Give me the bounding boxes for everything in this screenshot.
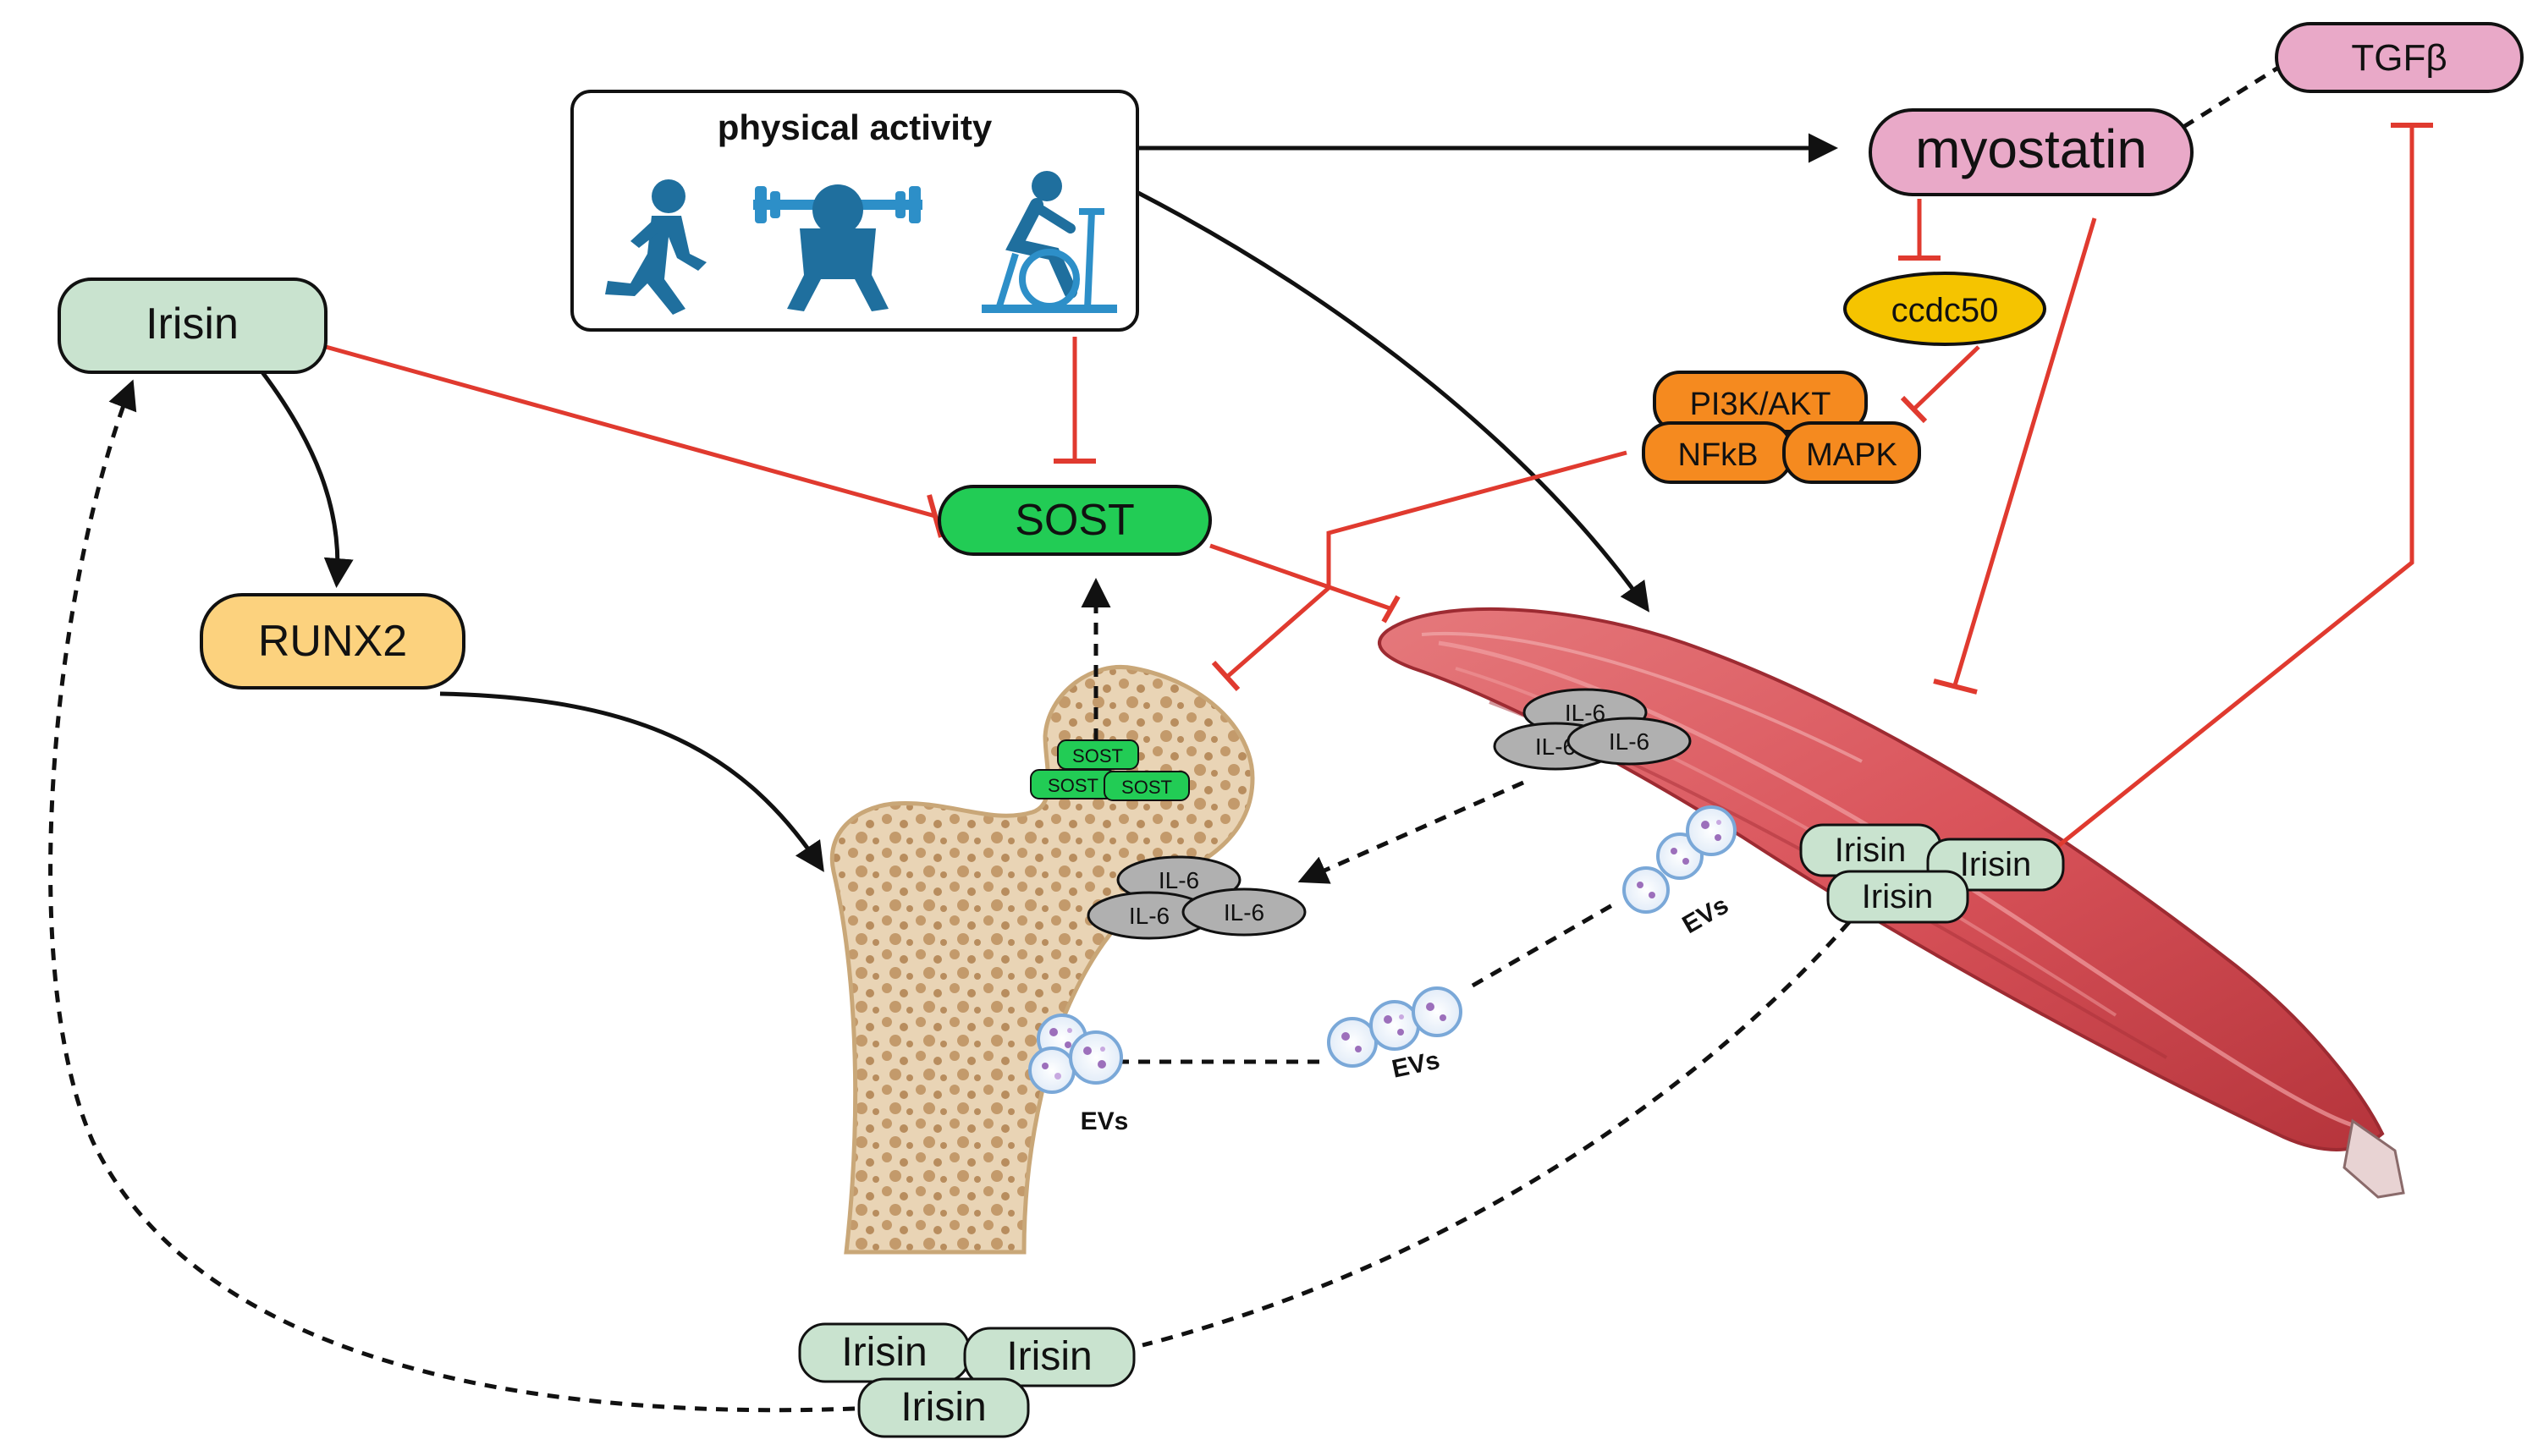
irisin-top-label: Irisin bbox=[146, 299, 239, 349]
connections bbox=[48, 61, 2433, 1413]
bone-il6-label-3: IL-6 bbox=[1224, 899, 1264, 926]
bone-illustration bbox=[829, 665, 1255, 1255]
sost-node: SOST bbox=[938, 485, 1212, 556]
tgfb-label: TGFβ bbox=[2351, 37, 2447, 79]
irisin-top-node: Irisin bbox=[58, 277, 328, 374]
muscle-irisin-cluster: Irisin Irisin Irisin bbox=[1799, 823, 2065, 924]
runx2-node: RUNX2 bbox=[200, 593, 465, 690]
ev-vesicle bbox=[1327, 1017, 1378, 1068]
cycling-icon bbox=[982, 171, 1117, 313]
bone-sost-cluster: SOST SOST SOST bbox=[1030, 739, 1190, 801]
myostatin-label: myostatin bbox=[1915, 118, 2147, 179]
bone-sost-label-1: SOST bbox=[1072, 745, 1123, 766]
ccdc50-label: ccdc50 bbox=[1891, 292, 1999, 329]
ev-vesicle bbox=[1686, 805, 1737, 856]
muscle-il6-label-3: IL-6 bbox=[1609, 728, 1649, 755]
activity-title: physical activity bbox=[718, 107, 993, 147]
bone-sost-label-3: SOST bbox=[1121, 777, 1172, 798]
runx2-label: RUNX2 bbox=[258, 617, 407, 666]
running-icon bbox=[605, 179, 707, 315]
bone-il6-label-2: IL-6 bbox=[1129, 903, 1170, 929]
muscle-evs-label: EVs bbox=[1677, 891, 1733, 939]
ev-vesicle bbox=[1028, 1047, 1076, 1094]
bone-evs: EVs bbox=[1028, 1014, 1129, 1135]
tgfb-node: TGFβ bbox=[2275, 22, 2524, 93]
ev-vesicle bbox=[1412, 986, 1462, 1037]
bottom-irisin-label-3: Irisin bbox=[900, 1385, 986, 1430]
muscle-irisin-label-2: Irisin bbox=[1960, 846, 2031, 883]
pi3k-akt-label: PI3K/AKT bbox=[1690, 387, 1831, 422]
ev-vesicle bbox=[1069, 1030, 1123, 1085]
bottom-irisin-cluster: Irisin Irisin Irisin bbox=[798, 1322, 1136, 1438]
bone-sost-label-2: SOST bbox=[1048, 775, 1098, 796]
weightlifting-icon bbox=[753, 184, 922, 311]
muscle-evs: EVs bbox=[1622, 805, 1737, 939]
pathway-cluster: PI3K/AKT NFkB MAPK bbox=[1642, 371, 1921, 484]
muscle-il6-cluster: IL-6 IL-6 IL-6 bbox=[1493, 688, 1692, 771]
sost-label: SOST bbox=[1015, 496, 1135, 545]
ev-vesicle bbox=[1369, 1000, 1420, 1051]
ccdc50-node: ccdc50 bbox=[1843, 272, 2046, 346]
bone-il6-cluster: IL-6 IL-6 IL-6 bbox=[1087, 855, 1307, 940]
middle-evs-label: EVs bbox=[1390, 1047, 1442, 1084]
muscle-irisin-label-3: Irisin bbox=[1862, 878, 1933, 915]
middle-evs: EVs bbox=[1327, 986, 1462, 1084]
mapk-label: MAPK bbox=[1806, 437, 1897, 473]
bottom-irisin-label-1: Irisin bbox=[841, 1330, 927, 1375]
muscle-irisin-label-1: Irisin bbox=[1835, 832, 1906, 869]
myostatin-node: myostatin bbox=[1869, 108, 2194, 196]
ev-vesicle bbox=[1622, 866, 1670, 914]
nfkb-label: NFkB bbox=[1678, 437, 1759, 473]
bone-evs-label: EVs bbox=[1081, 1107, 1129, 1135]
bottom-irisin-label-2: Irisin bbox=[1006, 1334, 1092, 1379]
bone-il6-label-1: IL-6 bbox=[1159, 867, 1199, 893]
physical-activity-box: physical activity bbox=[570, 90, 1139, 332]
